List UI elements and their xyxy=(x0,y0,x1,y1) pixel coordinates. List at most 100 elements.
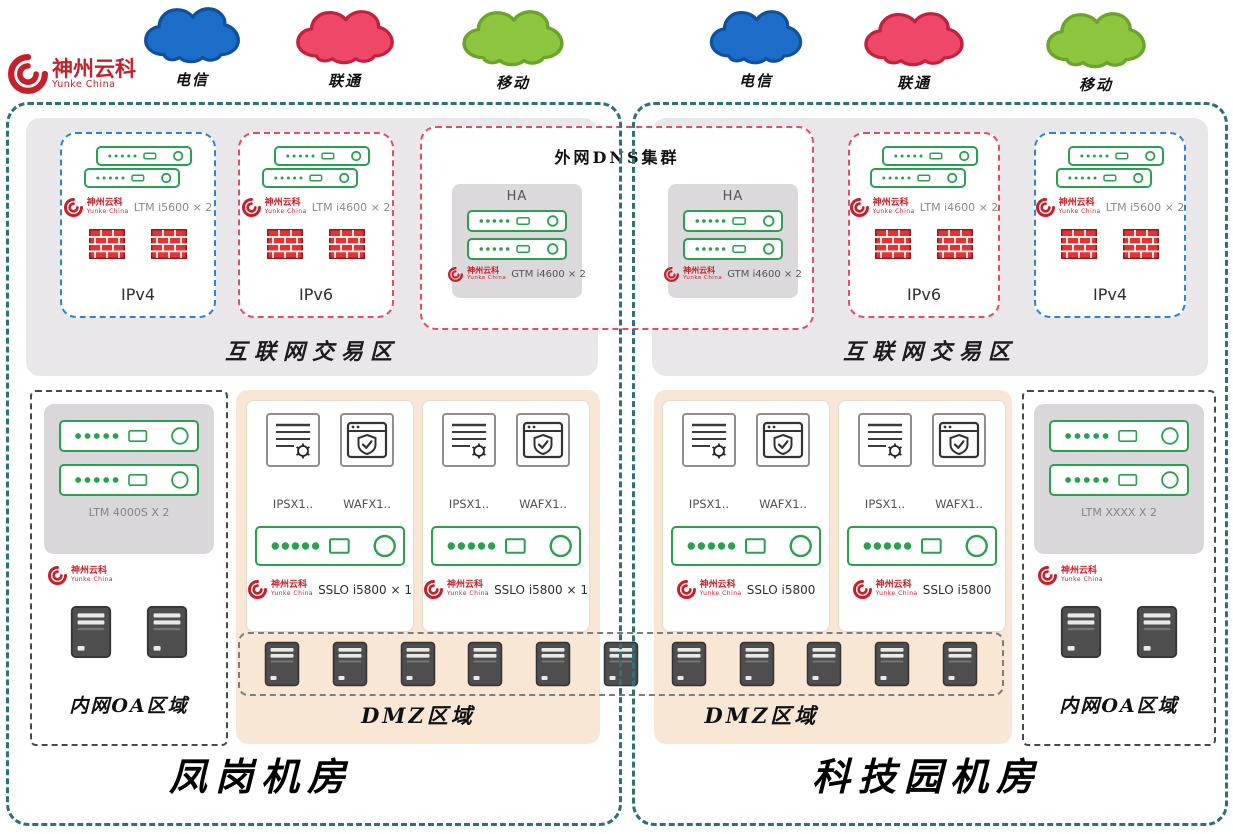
device-label: LTM i5600 × 2 xyxy=(133,201,213,214)
host-icon xyxy=(467,641,503,687)
host-tower xyxy=(535,641,571,687)
device-label: LTM i4600 × 2 xyxy=(311,201,391,214)
appliance-icon xyxy=(59,420,199,452)
host-icon xyxy=(806,641,842,687)
brand-name: 神州云科 xyxy=(1061,566,1098,577)
cloud-icon xyxy=(138,6,246,64)
firewall-bricks xyxy=(937,229,973,259)
security-tiles xyxy=(858,413,986,467)
waf-icon xyxy=(340,413,394,467)
cloud-puff xyxy=(296,10,394,65)
isp-cloud-mobile-right: 移动 xyxy=(1040,11,1152,95)
host-icon xyxy=(942,641,978,687)
firewall-row xyxy=(89,229,187,259)
device-label: LTM 4000S X 2 xyxy=(88,506,170,519)
firewall-icon xyxy=(89,229,125,259)
host-icon xyxy=(535,641,571,687)
ips-glyph xyxy=(868,423,902,459)
appliance-icon xyxy=(1049,464,1189,496)
yunke-swirl-icon xyxy=(1038,566,1057,585)
appliance-face xyxy=(863,534,988,558)
ips-label: IPSX1.. xyxy=(448,497,490,511)
host-icon xyxy=(264,641,300,687)
appliance-face xyxy=(695,243,775,255)
firewall-icon xyxy=(1123,229,1159,259)
host-icon xyxy=(874,641,910,687)
appliance-icon xyxy=(683,210,783,232)
yunke-swirl-icon xyxy=(248,580,267,599)
firewall-icon xyxy=(1061,229,1097,259)
appliance-icon xyxy=(870,168,966,188)
device-label: LTM i5600 × 2 xyxy=(1105,201,1185,214)
cloud-icon xyxy=(290,9,400,65)
ips-glyph xyxy=(692,423,726,459)
tile-labels: IPSX1.. WAFX1.. xyxy=(858,497,986,511)
ltm-device-stack xyxy=(82,146,194,192)
appliance-face xyxy=(894,150,970,162)
isp-cloud-label: 电信 xyxy=(738,72,773,90)
ips-icon xyxy=(266,413,320,467)
firewall-bricks xyxy=(1123,229,1159,259)
firewall-row xyxy=(267,229,365,259)
ltm-group: LTM 4000S X 2 xyxy=(44,404,214,554)
isp-cloud-mobile-left: 移动 xyxy=(456,9,570,93)
ltm-device-stack xyxy=(1054,146,1166,192)
ips-label: IPSX1.. xyxy=(688,497,730,511)
ips-label: IPSX1.. xyxy=(272,497,314,511)
host-tower xyxy=(468,641,503,687)
brand-subtitle: Yunke China xyxy=(270,590,314,598)
host-icon xyxy=(146,604,188,660)
firewall-bricks xyxy=(329,229,365,259)
appliance-icon xyxy=(84,168,180,188)
host-icon xyxy=(1136,604,1178,660)
appliance-face xyxy=(286,150,362,162)
host-tower xyxy=(264,641,300,687)
host-tower xyxy=(874,641,910,687)
cloud-puff xyxy=(1046,12,1146,69)
oa-zone-title: 内网OA区域 xyxy=(1059,695,1179,717)
device-label: SSLO i5800 × 1 xyxy=(494,582,589,597)
host-tower xyxy=(146,606,188,658)
appliance-face xyxy=(1068,172,1144,184)
host-icon xyxy=(400,641,436,687)
appliance-face xyxy=(271,534,396,558)
firewall-icon xyxy=(937,229,973,259)
isp-cloud-telecom-right: 电信 xyxy=(704,9,808,91)
isp-cloud-label: 移动 xyxy=(495,74,530,92)
firewall-bricks xyxy=(89,229,125,259)
waf-label: WAFX1.. xyxy=(519,497,567,511)
ha-title: HA xyxy=(722,189,744,204)
waf-glyph xyxy=(762,421,804,459)
brand-subtitle: Yunke China xyxy=(699,590,742,598)
cloud-puff xyxy=(864,12,964,67)
appliance-face xyxy=(447,534,572,558)
appliance-icon xyxy=(431,526,581,566)
brand-subtitle: Yunke China xyxy=(86,208,129,216)
yunke-swirl-icon xyxy=(424,580,443,599)
device-label: LTM i4600 × 2 xyxy=(919,201,999,214)
cloud-puff xyxy=(462,10,564,67)
isp-cloud-label: 联通 xyxy=(896,74,931,92)
host-icon xyxy=(603,641,639,687)
appliance-icon xyxy=(467,210,567,232)
ips-icon xyxy=(858,413,912,467)
brand-subtitle: Yunke China xyxy=(875,590,918,598)
firewall-bricks xyxy=(1061,229,1097,259)
waf-icon xyxy=(516,413,570,467)
brand-name: 神州云科 xyxy=(52,56,136,81)
